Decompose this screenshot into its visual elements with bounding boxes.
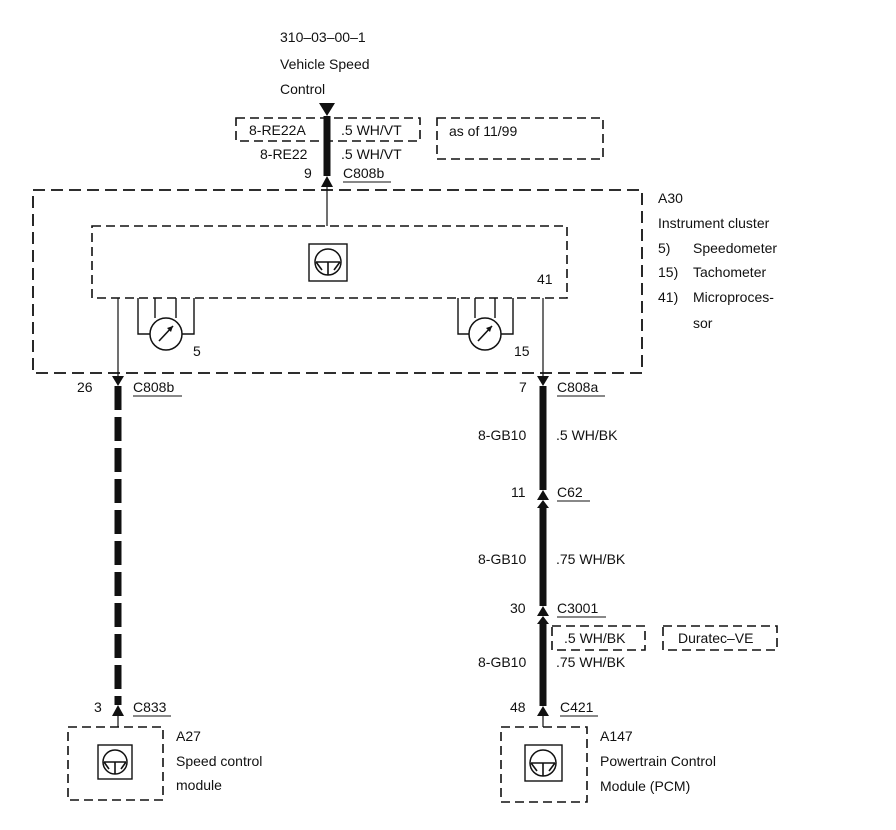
processor-pin-label: 41 [537, 271, 553, 287]
left-out-connector: C808b [133, 379, 174, 395]
seg3-circuit: 8-GB10 [478, 654, 526, 670]
microprocessor-box [91, 225, 568, 299]
wire-label-top: .5 WH/VT [341, 146, 402, 162]
c62-connector: C62 [557, 484, 583, 500]
a147-name-line1: Powertrain Control [600, 753, 716, 769]
seg2-circuit: 8-GB10 [478, 551, 526, 567]
connector-arrow-top [319, 103, 335, 116]
connector-pin-c3001-bottom [537, 616, 549, 624]
right-variant-wire: .5 WH/BK [564, 630, 626, 646]
left-end-connector: C833 [133, 699, 167, 715]
a147-name-line2: Module (PCM) [600, 778, 690, 794]
system-title-line1: Vehicle Speed [280, 56, 370, 72]
speedometer-number: 5 [193, 343, 201, 359]
variant-circuit-label: 8-RE22A [249, 122, 306, 138]
legend-text-3: Microproces- [693, 289, 774, 305]
a147-control-module-icon [524, 744, 563, 782]
c62-pin: 11 [511, 484, 526, 500]
left-out-pin: 26 [77, 379, 93, 395]
c421-connector: C421 [560, 699, 594, 715]
c3001-connector: C3001 [557, 600, 598, 616]
seg1-wire: .5 WH/BK [556, 427, 618, 443]
control-module-icon [308, 243, 348, 282]
right-out-pin: 7 [519, 379, 527, 395]
c421-pin: 48 [510, 699, 526, 715]
right-variant-note: Duratec–VE [678, 630, 753, 646]
connector-label-top: C808b [343, 165, 384, 181]
legend-text-4: sor [693, 315, 713, 331]
seg3-wire: .75 WH/BK [556, 654, 626, 670]
legend-text-1: Speedometer [693, 240, 777, 256]
a27-name-line1: Speed control [176, 753, 262, 769]
variant-note-label: as of 11/99 [449, 123, 517, 139]
left-end-pin: 3 [94, 699, 102, 715]
connector-pin-left-out [112, 376, 124, 386]
right-variant-wire-box [551, 625, 646, 651]
variant-note-box [436, 117, 604, 160]
system-title-line2: Control [280, 81, 325, 97]
cluster-name: Instrument cluster [658, 215, 770, 231]
cluster-id: A30 [658, 190, 683, 206]
circuit-label-top: 8-RE22 [260, 146, 308, 162]
connector-pin-c421 [537, 706, 549, 716]
legend-num-3: 41) [658, 289, 678, 305]
tachometer-number: 15 [514, 343, 530, 359]
right-out-connector: C808a [557, 379, 598, 395]
seg1-circuit: 8-GB10 [478, 427, 526, 443]
connector-pin-c62-bottom [537, 500, 549, 508]
seg2-wire: .75 WH/BK [556, 551, 626, 567]
a27-id: A27 [176, 728, 201, 744]
connector-pin-right-out [537, 376, 549, 386]
a27-name-line2: module [176, 777, 222, 793]
a27-module-box [67, 726, 164, 801]
legend-num-1: 5) [658, 240, 670, 256]
variant-wire-label: .5 WH/VT [341, 122, 402, 138]
pin-label-top: 9 [304, 165, 312, 181]
connector-pin-top [321, 176, 333, 187]
a147-module-box [500, 726, 588, 803]
ref-code: 310–03–00–1 [280, 29, 366, 45]
legend-num-2: 15) [658, 264, 678, 280]
connector-pin-left-end [112, 705, 124, 716]
right-variant-note-box [662, 625, 778, 651]
connector-pin-c3001-top [537, 606, 549, 616]
a27-control-module-icon [97, 744, 133, 780]
legend-text-2: Tachometer [693, 264, 766, 280]
c3001-pin: 30 [510, 600, 526, 616]
speedometer-gauge-icon [137, 298, 195, 351]
connector-pin-c62-top [537, 490, 549, 500]
tachometer-gauge-icon [457, 298, 514, 351]
a147-id: A147 [600, 728, 633, 744]
